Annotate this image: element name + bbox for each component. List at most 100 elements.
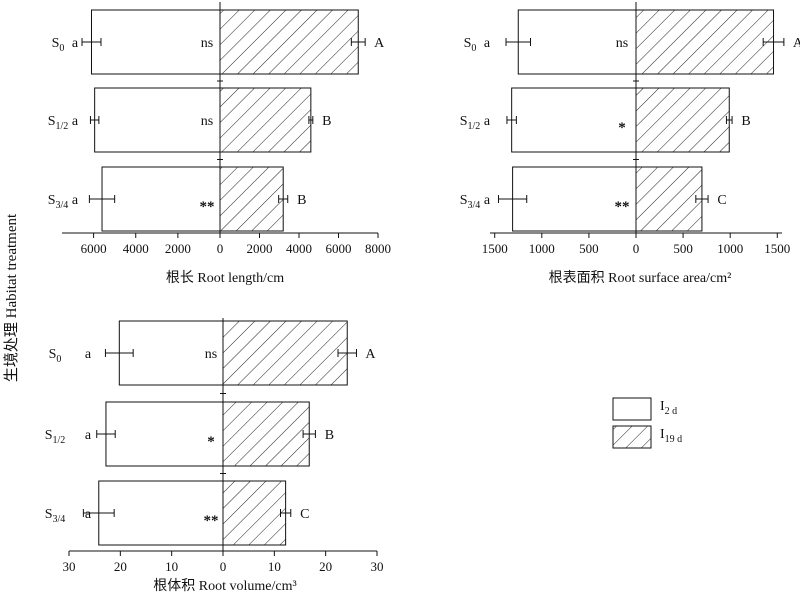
x-tick-left-0: 6000 [81,241,107,256]
category-label-2-sub: 3/4 [468,200,481,211]
significance-0: ns [205,347,217,362]
legend-label-i2d-sub: 2 d [664,405,678,417]
category-label-0-sub: 0 [471,43,476,54]
bar-right-1 [635,87,730,153]
x-tick-right-0: 500 [673,241,693,256]
letter-right-0: A [793,36,800,51]
letter-left-2: a [85,507,92,522]
x-tick-center: 0 [217,241,224,256]
category-label-0-sub: 0 [56,354,61,365]
x-tick-left-2: 500 [579,241,599,256]
bar-left-0 [517,9,637,75]
category-label-0-main: S [49,347,57,362]
category-label-1: S1/2 [48,114,69,132]
x-axis-label: 根体积 Root volume/cm³ [153,578,296,594]
category-label-2: S3/4 [460,193,481,211]
category-label-1: S1/2 [45,428,66,446]
category-label-1-main: S [48,114,56,129]
x-tick-right-1: 4000 [286,241,312,256]
bar-left-2 [101,166,221,232]
category-label-1-main: S [460,114,468,129]
letter-right-0: A [365,347,376,362]
significance-0: ns [201,36,213,51]
x-tick-left-0: 1500 [482,241,508,256]
significance-1: * [618,120,626,136]
legend-label-i19d-main: I [660,427,665,442]
bar-right-2 [219,166,284,232]
bar-left-0 [90,9,221,75]
x-tick-center: 0 [220,559,227,574]
letter-left-1: a [72,114,79,129]
significance-1: * [207,434,215,450]
bar-right-0 [635,9,775,75]
letter-right-2: C [717,193,726,208]
category-label-0-main: S [464,36,472,51]
x-axis-label: 根长 Root length/cm [166,270,284,286]
bar-right-0 [222,320,348,386]
bar-left-0 [118,320,224,386]
x-tick-left-1: 20 [114,559,127,574]
bar-left-1 [511,87,637,153]
x-tick-right-2: 1500 [764,241,790,256]
category-label-2: S3/4 [45,507,66,525]
significance-0: ns [616,36,628,51]
bar-left-2 [512,166,637,232]
category-label-2-main: S [460,193,468,208]
category-label-1-sub: 1/2 [468,121,481,132]
category-label-2: S3/4 [48,193,69,211]
x-tick-right-2: 6000 [326,241,352,256]
x-tick-right-1: 20 [319,559,332,574]
category-label-2-main: S [45,507,53,522]
y-axis-title: 生境处理 Habitat treatment [2,213,20,382]
category-label-0-sub: 0 [59,43,64,54]
category-label-1-sub: 1/2 [56,121,69,132]
category-label-1: S1/2 [460,114,481,132]
letter-left-2: a [72,193,79,208]
letter-left-1: a [484,114,491,129]
category-label-0-main: S [52,36,60,51]
category-label-2-main: S [48,193,56,208]
letter-left-0: a [72,36,79,51]
category-label-0: S0 [464,36,477,54]
legend [612,397,652,449]
x-tick-left-2: 2000 [165,241,191,256]
bar-right-1 [219,87,312,153]
x-tick-right-2: 30 [371,559,384,574]
letter-right-1: B [325,428,334,443]
x-tick-right-0: 2000 [247,241,273,256]
significance-2: ** [204,513,219,529]
x-tick-right-1: 1000 [717,241,743,256]
letter-right-1: B [741,114,750,129]
bar-right-0 [219,9,359,75]
letter-left-0: a [484,36,491,51]
legend-label-i19d: I19 d [660,427,682,445]
category-label-0: S0 [52,36,65,54]
letter-right-1: B [322,114,331,129]
category-label-2-sub: 3/4 [56,200,69,211]
category-label-1-sub: 1/2 [53,435,66,446]
letter-left-2: a [484,193,491,208]
x-tick-left-1: 4000 [123,241,149,256]
legend-label-i2d-main: I [660,399,665,414]
letter-left-0: a [85,347,92,362]
x-tick-left-2: 10 [165,559,178,574]
letter-right-2: B [297,193,306,208]
x-tick-center: 0 [633,241,640,256]
x-tick-right-3: 8000 [365,241,391,256]
bar-right-1 [222,401,310,467]
legend-swatch-open [612,397,652,421]
letter-left-1: a [85,428,92,443]
category-label-1-main: S [45,428,53,443]
x-tick-left-1: 1000 [529,241,555,256]
legend-label-i19d-sub: 19 d [664,433,683,445]
x-axis-label: 根表面积 Root surface area/cm² [549,270,732,286]
bar-right-2 [222,480,287,546]
letter-right-2: C [300,507,309,522]
significance-2: ** [200,199,215,215]
letter-right-0: A [374,36,385,51]
